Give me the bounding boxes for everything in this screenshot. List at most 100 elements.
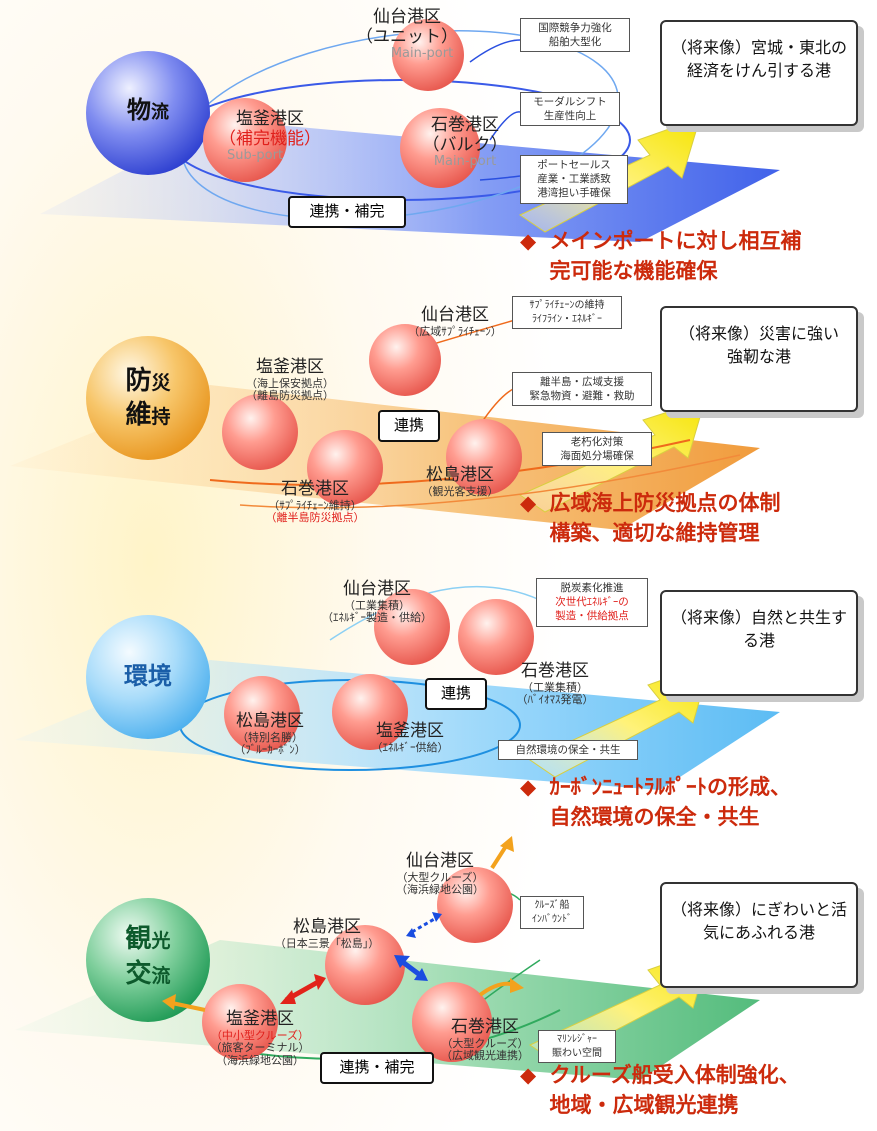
section-disaster-graphics xyxy=(10,319,760,530)
category-char: 環境 xyxy=(124,662,172,690)
port-name: 塩釜港区 xyxy=(226,1009,294,1029)
port-sphere-shiogama-2 xyxy=(222,394,298,470)
port-name: 仙台港区 xyxy=(421,305,489,325)
measure-box-3a: 脱炭素化推進 次世代ｴﾈﾙｷﾞｰの 製造・供給拠点 xyxy=(536,578,648,627)
measure-box-3c: 自然環境の保全・共生 xyxy=(498,740,638,761)
port-role: Main-port xyxy=(390,46,454,62)
port-label-sendai-3: 仙台港区 （工業集積） （ｴﾈﾙｷﾞｰ製造・供給） xyxy=(312,579,442,625)
port-name: 石巻港区 xyxy=(451,1017,519,1037)
measure-box-2c: 老朽化対策 海面処分場確保 xyxy=(542,432,652,467)
measure-box-4a: ｸﾙｰｽﾞ船 ｲﾝﾊﾞｳﾝﾄﾞ xyxy=(520,896,584,929)
category-circle-disaster xyxy=(86,336,210,460)
port-label-matsushima-2: 松島港区 （観光客支援） xyxy=(410,465,510,498)
port-label-matsushima-4: 松島港区 （日本三景「松島」） xyxy=(262,917,392,950)
category-label-disaster: 防災 維持 xyxy=(108,365,188,433)
port-sphere-shiogama-1 xyxy=(203,98,287,182)
port-note: （観光客支援） xyxy=(421,484,499,498)
port-note: （日本三景「松島」） xyxy=(274,936,380,950)
link-label-disaster: 連携 xyxy=(378,410,440,442)
port-note: （離島防災拠点） xyxy=(246,389,334,403)
port-name: 仙台港区 xyxy=(373,7,441,27)
measure-box-1c: ポートセールス 産業・工業誘致 港湾担い手確保 xyxy=(520,155,628,204)
category-char: 観 xyxy=(125,924,152,954)
port-sphere-shiogama-4 xyxy=(202,984,278,1060)
category-char: 交 xyxy=(125,959,152,990)
category-char: 防 xyxy=(125,366,152,396)
port-role: Main-port xyxy=(433,154,497,170)
measure-box-1b: モーダルシフト 生産性向上 xyxy=(520,92,620,127)
goal-logistics: ◆ メインポートに対し相互補 完可能な機能確保 xyxy=(520,226,860,287)
logistics-connector-2 xyxy=(489,111,521,141)
port-note: （広域ｻﾌﾟﾗｲﾁｪｰﾝ） xyxy=(408,324,502,338)
category-char-small: 流 xyxy=(151,965,171,988)
port-name: 塩釜港区 xyxy=(376,721,444,741)
measure-box-2a: ｻﾌﾟﾗｲﾁｪｰﾝの維持 ﾗｲﾌﾗｲﾝ・ｴﾈﾙｷﾞｰ xyxy=(512,296,622,329)
future-vision-disaster: （将来像）災害に強い 強靭な港 xyxy=(660,306,858,412)
goal-disaster: ◆ 広域海上防災拠点の体制 構築、適切な維持管理 xyxy=(520,488,860,549)
port-name: 石巻港区 xyxy=(431,115,499,135)
measure-line-highlight: 次世代ｴﾈﾙｷﾞｰの 製造・供給拠点 xyxy=(555,596,629,623)
port-sphere-ishinomaki-2 xyxy=(307,430,383,506)
port-name: 石巻港区 xyxy=(521,661,589,681)
port-name: 石巻港区 xyxy=(281,479,349,499)
goal-text: クルーズ船受入体制強化、 地域・広域観光連携 xyxy=(549,1063,800,1118)
port-label-shiogama-4: 塩釜港区 （中小型クルーズ） （旅客ターミナル） （海浜緑地公園） xyxy=(200,1009,320,1067)
disaster-line-3 xyxy=(429,319,516,346)
arrow-matsushima-sendai-dashed xyxy=(406,912,442,938)
port-note: （海上保安拠点） xyxy=(246,376,334,390)
goal-text: 広域海上防災拠点の体制 構築、適切な維持管理 xyxy=(549,491,781,546)
port-note: （旅客ターミナル） xyxy=(210,1041,310,1055)
category-label-tourism: 観光 交流 xyxy=(108,922,188,992)
arrow-ishinomaki-out xyxy=(478,978,524,997)
port-label-ishinomaki-2: 石巻港区 （ｻﾌﾟﾗｲﾁｪｰﾝ維持） （離半島防災拠点） xyxy=(250,479,380,525)
port-note: （ｻﾌﾟﾗｲﾁｪｰﾝ維持） xyxy=(268,498,362,512)
measure-box-2b: 離半島・広域支援 緊急物資・避難・救助 xyxy=(512,372,652,407)
port-name: 塩釜港区 xyxy=(256,357,324,377)
port-label-ishinomaki-3: 石巻港区 （工業集積） （ﾊﾞｲｵﾏｽ発電） xyxy=(500,661,610,707)
port-label-sendai-1: 仙台港区 （ユニット） Main-port xyxy=(352,7,462,62)
disaster-line-2 xyxy=(239,454,741,509)
port-sphere-sendai-3 xyxy=(374,589,450,665)
environment-orbit-2 xyxy=(329,585,541,641)
arrow-sendai-out xyxy=(490,836,514,870)
bullet-icon: ◆ xyxy=(520,491,537,515)
port-label-shiogama-2: 塩釜港区 （海上保安拠点） （離島防災拠点） xyxy=(230,357,350,403)
category-char: 維 xyxy=(125,399,152,430)
future-vision-environment: （将来像）自然と共生す る港 xyxy=(660,590,858,696)
port-note: （ユニット） xyxy=(356,26,458,47)
port-note: （補完機能） xyxy=(219,128,321,149)
port-name: 仙台港区 xyxy=(343,579,411,599)
goal-text: メインポートに対し相互補 完可能な機能確保 xyxy=(549,229,802,284)
port-note: （大型クルーズ） xyxy=(396,870,484,884)
port-name: 松島港区 xyxy=(293,917,361,937)
category-char-small: 災 xyxy=(151,372,171,394)
port-label-ishinomaki-1: 石巻港区 （バルク） Main-port xyxy=(410,115,520,170)
port-note: （ｴﾈﾙｷﾞｰ供給） xyxy=(371,740,449,754)
port-name: 松島港区 xyxy=(426,465,494,485)
port-sphere-matsushima-2 xyxy=(446,419,522,495)
port-label-ishinomaki-4: 石巻港区 （大型クルーズ） （広域観光連携） xyxy=(430,1017,540,1063)
port-label-shiogama-1: 塩釜港区 （補完機能） Sub-port xyxy=(210,109,330,164)
goal-text: ｶｰﾎﾞﾝﾆｭｰﾄﾗﾙﾎﾟｰﾄの形成、 自然環境の保全・共生 xyxy=(549,775,791,830)
arrow-shiogama-out xyxy=(162,994,206,1012)
port-note: （ﾌﾞﾙｰｶｰﾎﾞﾝ） xyxy=(234,743,306,757)
port-name: 塩釜港区 xyxy=(236,109,304,129)
category-label-environment: 環境 xyxy=(108,662,188,691)
bullet-icon: ◆ xyxy=(520,1063,537,1087)
port-role: Sub-port xyxy=(226,148,284,164)
logistics-connector-3 xyxy=(479,175,521,181)
logistics-connector-1 xyxy=(469,39,521,63)
measure-box-1a: 国際競争力強化 船舶大型化 xyxy=(520,18,630,53)
category-char-small: 持 xyxy=(151,405,171,428)
category-char-small: 流 xyxy=(151,102,169,123)
category-circle-tourism xyxy=(86,898,210,1022)
port-sphere-ishinomaki-3 xyxy=(458,599,534,675)
port-note: （工業集積） xyxy=(344,598,410,612)
port-note: （大型クルーズ） xyxy=(441,1036,529,1050)
link-label-environment: 連携 xyxy=(425,678,487,710)
measure-line: 脱炭素化推進 xyxy=(560,582,624,594)
category-label-logistics: 物流 xyxy=(108,96,188,125)
future-vision-tourism: （将来像）にぎわいと活 気にあふれる港 xyxy=(660,882,858,988)
port-sphere-matsushima-3 xyxy=(224,676,300,752)
